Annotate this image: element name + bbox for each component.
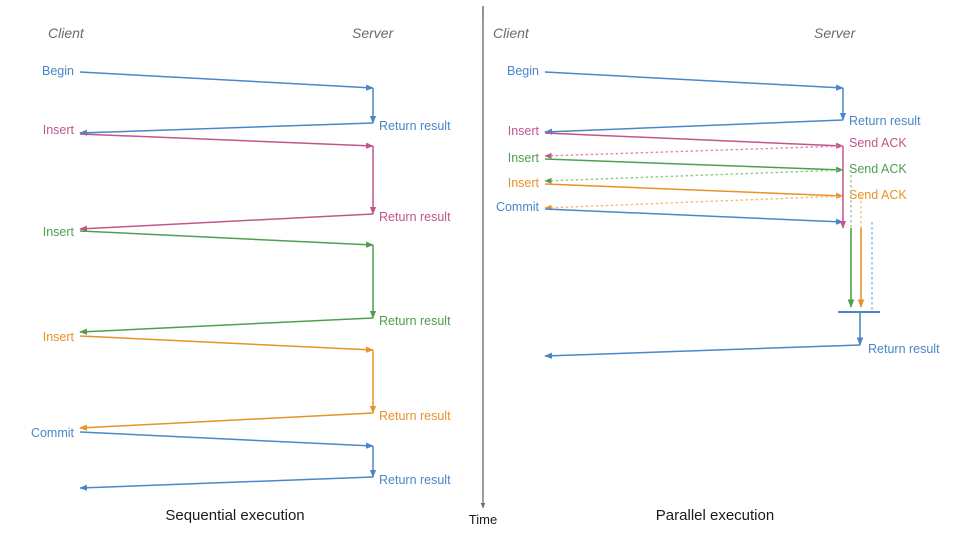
message-line-seq-insert1-ret (79, 213, 374, 232)
message-label-par-ack3: Send ACK (849, 188, 907, 202)
lane-title-server: Server (814, 25, 857, 41)
message-label-seq-insert3-ret: Return result (379, 409, 451, 423)
message-label-par-begin-ret: Return result (849, 114, 921, 128)
message-line-seq-insert3-ret (79, 412, 374, 431)
message-label-par-begin: Begin (507, 64, 539, 78)
message-seq-insert3: Insert (43, 330, 374, 353)
message-line-seq-insert2 (79, 230, 374, 248)
message-label-seq-commit: Commit (31, 426, 75, 440)
message-seq-commit: Commit (31, 426, 374, 449)
message-label-seq-insert3: Insert (43, 330, 75, 344)
message-line-par-commit (544, 208, 844, 225)
message-seq-begin-ret: Return result (79, 119, 451, 136)
message-line-par-begin (544, 71, 844, 91)
lane-title-client: Client (48, 25, 85, 41)
message-line-par-begin-ret (544, 119, 844, 135)
message-label-seq-begin: Begin (42, 64, 74, 78)
panel-caption-sequential: Sequential execution (165, 507, 304, 524)
message-line-seq-commit-ret (79, 476, 374, 491)
message-par-ack3: Send ACK (544, 188, 907, 211)
message-line-par-insert1 (544, 132, 844, 149)
message-seq-insert2: Insert (43, 225, 374, 248)
time-axis-label: Time (469, 512, 497, 527)
message-line-par-commit-ret (544, 344, 861, 359)
message-line-par-insert3 (544, 183, 844, 199)
message-label-seq-insert2-ret: Return result (379, 314, 451, 328)
message-seq-insert2-ret: Return result (79, 314, 451, 335)
message-par-begin: Begin (507, 64, 844, 91)
message-line-seq-begin (79, 71, 374, 91)
message-seq-commit-ret: Return result (79, 473, 451, 491)
message-par-insert1: Insert (508, 124, 844, 149)
message-label-par-insert3: Insert (508, 176, 540, 190)
message-label-par-commit: Commit (496, 200, 540, 214)
message-label-par-insert1: Insert (508, 124, 540, 138)
message-line-par-insert2 (544, 158, 844, 173)
message-par-commit-ret: Return result (544, 342, 940, 359)
message-line-par-ack2 (544, 169, 844, 184)
message-label-par-ack2: Send ACK (849, 162, 907, 176)
message-line-seq-insert2-ret (79, 317, 374, 335)
message-line-seq-insert1 (79, 133, 374, 149)
panel-caption-parallel: Parallel execution (656, 507, 774, 524)
message-label-seq-commit-ret: Return result (379, 473, 451, 487)
message-label-seq-insert1: Insert (43, 123, 75, 137)
message-par-insert2: Insert (508, 151, 844, 173)
message-line-seq-insert3 (79, 335, 374, 353)
message-line-seq-commit (79, 431, 374, 449)
message-line-par-ack1 (544, 145, 844, 159)
message-par-insert3: Insert (508, 176, 844, 199)
message-seq-begin: Begin (42, 64, 374, 91)
message-label-seq-begin-ret: Return result (379, 119, 451, 133)
message-par-begin-ret: Return result (544, 114, 921, 135)
message-seq-insert1: Insert (43, 123, 374, 149)
message-par-ack1: Send ACK (544, 136, 907, 159)
message-label-par-commit-ret: Return result (868, 342, 940, 356)
message-label-par-insert2: Insert (508, 151, 540, 165)
message-seq-insert3-ret: Return result (79, 409, 451, 431)
lane-title-server: Server (352, 25, 395, 41)
message-label-seq-insert1-ret: Return result (379, 210, 451, 224)
lane-title-client: Client (493, 25, 530, 41)
message-line-par-ack3 (544, 195, 844, 211)
message-seq-insert1-ret: Return result (79, 210, 451, 232)
message-par-commit: Commit (496, 200, 844, 225)
message-line-seq-begin-ret (79, 122, 374, 136)
message-par-ack2: Send ACK (544, 162, 907, 184)
message-label-seq-insert2: Insert (43, 225, 75, 239)
message-label-par-ack1: Send ACK (849, 136, 907, 150)
